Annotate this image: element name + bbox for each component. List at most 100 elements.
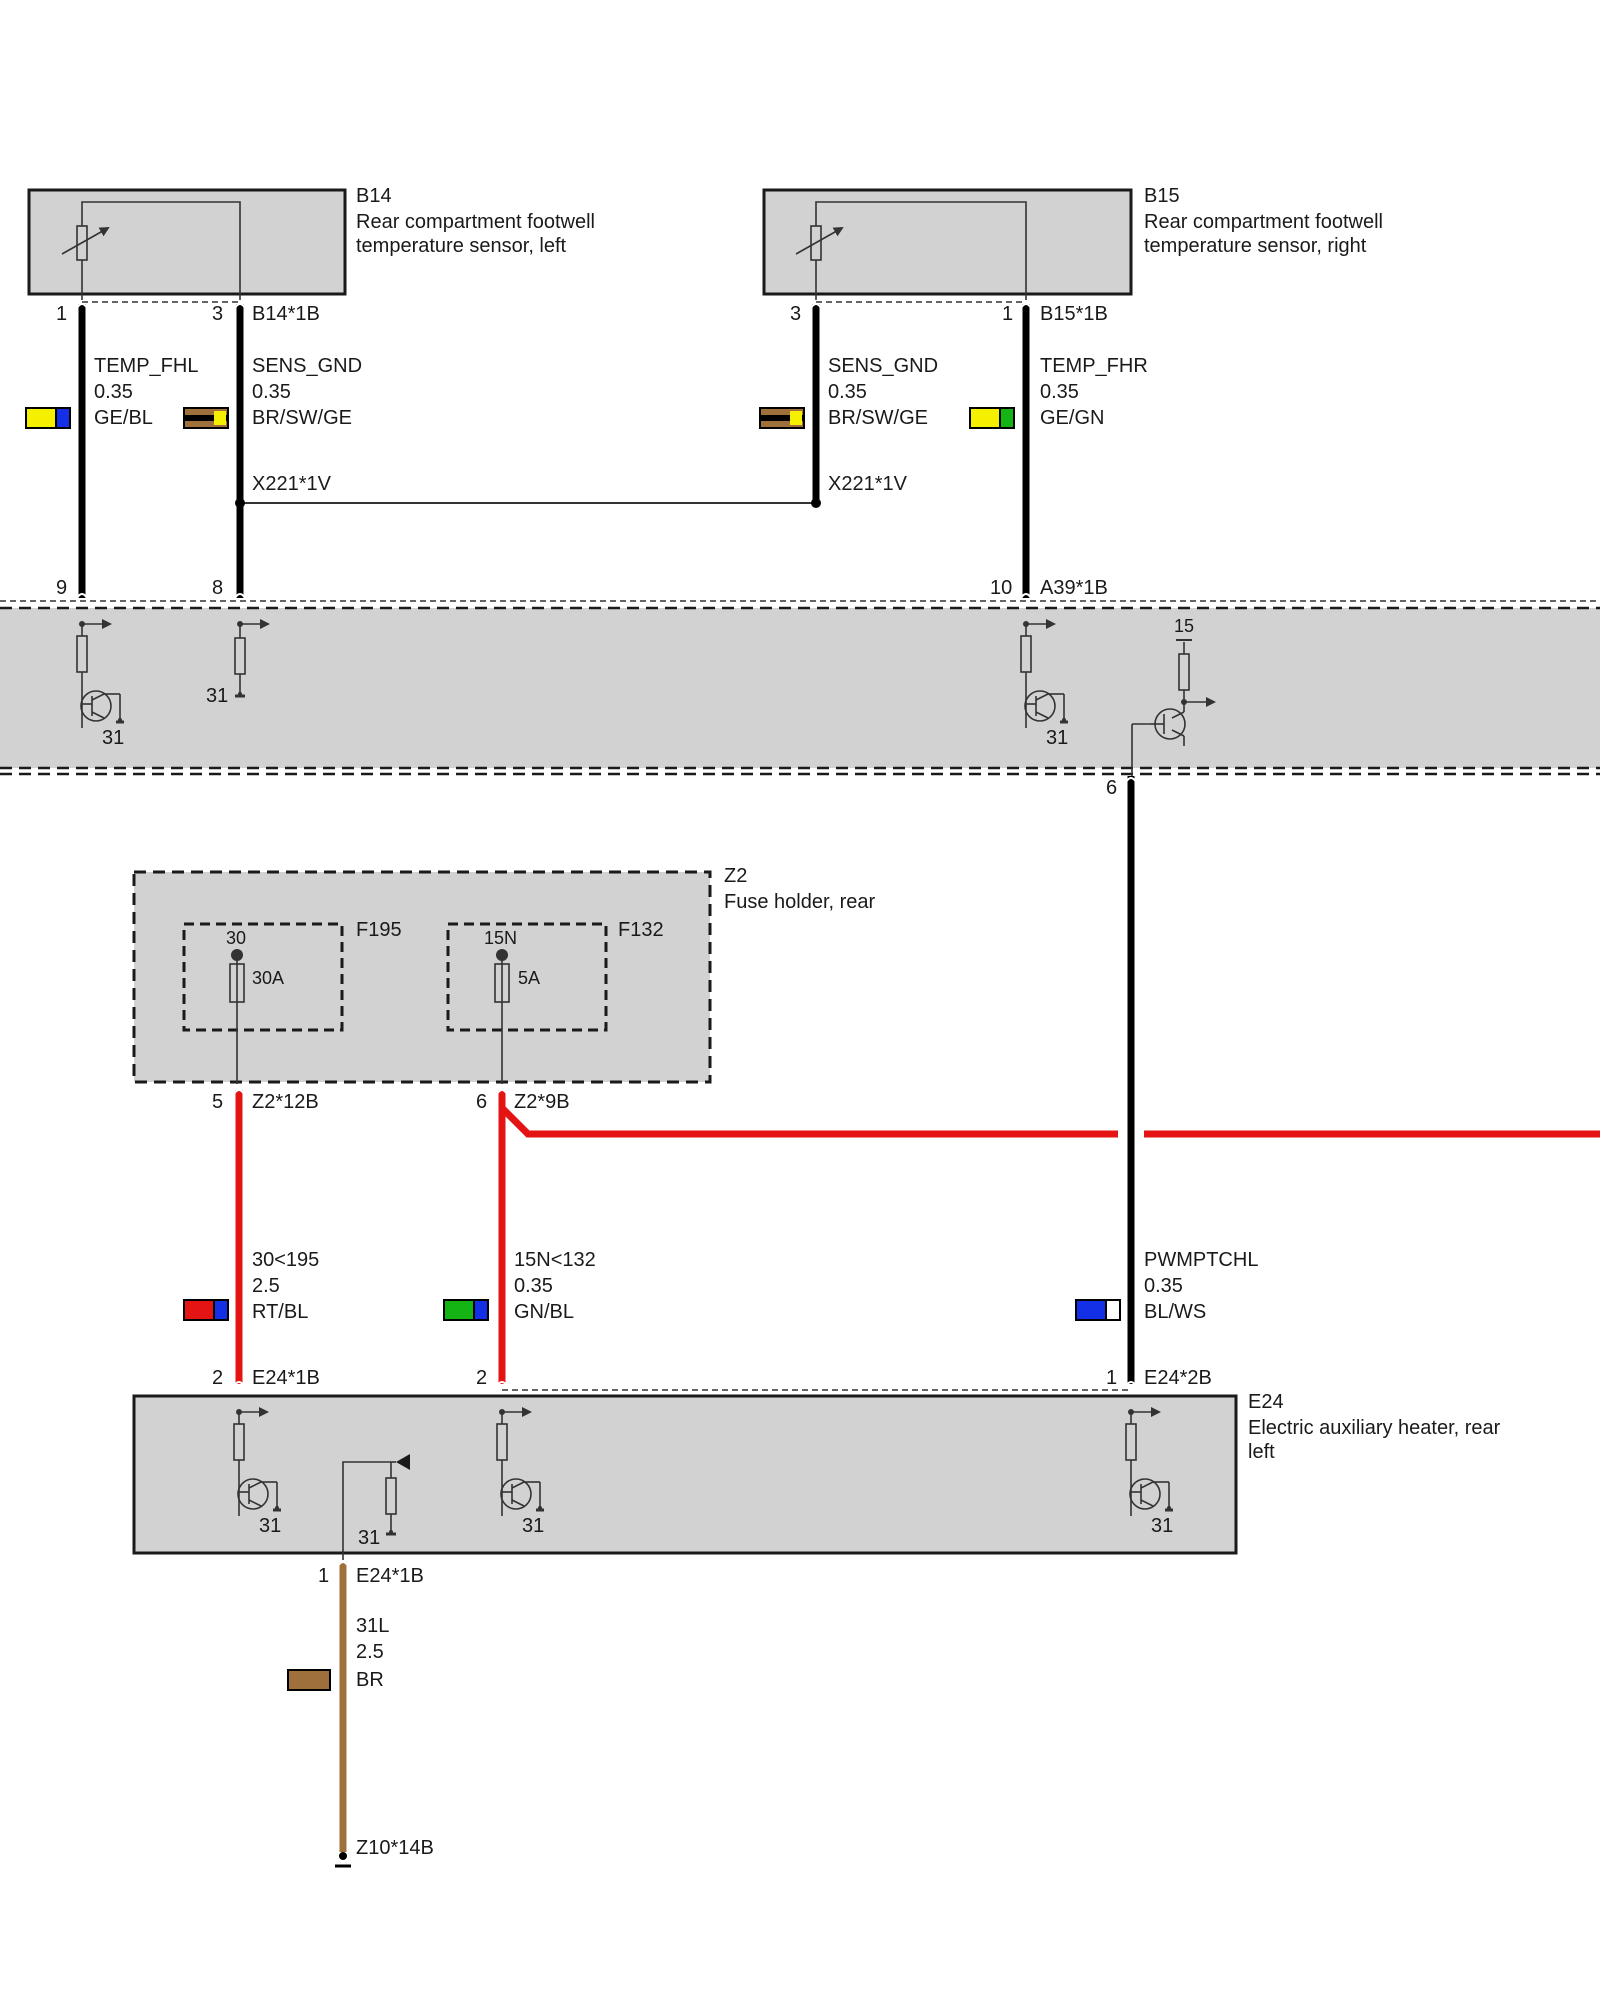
wire-color-swatch: [183, 1299, 229, 1321]
fuse-f132-label: F132: [618, 919, 664, 941]
wire-color-swatch: [183, 407, 229, 429]
splice-label-left: X221*1V: [252, 473, 332, 495]
b14-desc-2: temperature sensor, left: [356, 235, 567, 257]
e24-pin-1: 1: [1106, 1367, 1117, 1389]
e24-ground-path: 31: [342, 1454, 410, 1560]
wire-gauge: 0.35: [94, 381, 133, 403]
e24-pin-2b: 2: [476, 1367, 487, 1389]
b15-pin-1: 1: [1002, 303, 1013, 325]
a39-connector: A39*1B: [1040, 577, 1108, 599]
a39-ground-label: 31: [206, 685, 228, 707]
z2-id: Z2: [724, 865, 747, 887]
a39-supply-label: 15: [1174, 616, 1194, 636]
wire-color-code: GE/GN: [1040, 407, 1104, 429]
e24-ground-label: 31: [358, 1527, 380, 1549]
label-sens-gnd-left: SENS_GND 0.35 BR/SW/GE: [183, 355, 362, 429]
b14-connector: B14*1B: [252, 303, 320, 325]
e24-connector-1b-bottom: E24*1B: [356, 1565, 424, 1587]
wire-signal: 15N<132: [514, 1249, 596, 1271]
wire-signal: TEMP_FHL: [94, 355, 198, 377]
wire-gauge: 0.35: [1144, 1275, 1183, 1297]
b15-housing: [762, 188, 1133, 296]
b15-desc-1: Rear compartment footwell: [1144, 211, 1383, 233]
fuse-f195-label: F195: [356, 919, 402, 941]
a39-input-temp-fhl: 31: [77, 621, 124, 749]
wire-color-swatch: [443, 1299, 489, 1321]
wire-color-code: GE/BL: [94, 407, 153, 429]
e24-pin-1-bottom: 1: [318, 1565, 329, 1587]
a39-input-temp-fhr: 31: [1021, 621, 1068, 749]
splice-x221: X221*1V X221*1V: [235, 473, 908, 508]
a39-pin-9: 9: [56, 577, 67, 599]
a39-pwm-output: 15: [1131, 616, 1216, 776]
splice-label-right: X221*1V: [828, 473, 908, 495]
wire-color-code: RT/BL: [252, 1301, 308, 1323]
e24-connector-1b-top: E24*1B: [252, 1367, 320, 1389]
z2-desc: Fuse holder, rear: [724, 891, 876, 913]
e24-id: E24: [1248, 1391, 1284, 1413]
wire-color-swatch: [25, 407, 71, 429]
label-temp-fhl: TEMP_FHL 0.35 GE/BL: [25, 355, 198, 429]
b15-connector: B15*1B: [1040, 303, 1108, 325]
a39-pin-10: 10: [990, 577, 1012, 599]
e24-input-15n: 31: [497, 1409, 544, 1537]
wire-signal: SENS_GND: [828, 355, 938, 377]
sensor-b15: B15 Rear compartment footwell temperatur…: [762, 185, 1383, 325]
b14-desc-1: Rear compartment footwell: [356, 211, 595, 233]
b15-id: B15: [1144, 185, 1180, 207]
wire-gauge: 0.35: [252, 381, 291, 403]
wire-color-swatch: [759, 407, 805, 429]
label-pwmptchl: PWMPTCHL 0.35 BL/WS: [1075, 1249, 1258, 1323]
e24-ground-label: 31: [522, 1515, 544, 1537]
wire-color-code: BR/SW/GE: [828, 407, 928, 429]
wire-gauge: 0.35: [1040, 381, 1079, 403]
label-sens-gnd-right: SENS_GND 0.35 BR/SW/GE: [759, 355, 938, 429]
wire-color-swatch: [969, 407, 1015, 429]
label-30-195: 30<195 2.5 RT/BL: [183, 1249, 319, 1323]
e24-pin-2a: 2: [212, 1367, 223, 1389]
wire-gauge: 0.35: [828, 381, 867, 403]
e24-housing: [132, 1394, 1238, 1555]
z2-pin-5: 5: [212, 1091, 223, 1113]
e24-desc-2: left: [1248, 1441, 1275, 1463]
wire-signal: SENS_GND: [252, 355, 362, 377]
fuse-f195-rating: 30A: [252, 968, 284, 988]
sensor-b14: B14 Rear compartment footwell temperatur…: [27, 185, 595, 325]
wire-signal: PWMPTCHL: [1144, 1249, 1258, 1271]
label-15n-132: 15N<132 0.35 GN/BL: [443, 1249, 596, 1323]
wire-gauge: 0.35: [514, 1275, 553, 1297]
b15-thermistor: [795, 201, 1027, 300]
a39-pin-6: 6: [1106, 777, 1117, 799]
wire-color-swatch: [1075, 1299, 1121, 1321]
fuse-f132: F132 15N 5A: [446, 919, 664, 1084]
wire-color-swatch: [287, 1669, 331, 1691]
fuse-holder-z2: Z2 Fuse holder, rear F195 30 30A F132 15…: [132, 865, 876, 1113]
z10-connector: Z10*14B: [356, 1837, 434, 1859]
wire-signal: TEMP_FHR: [1040, 355, 1148, 377]
heater-e24: E24 Electric auxiliary heater, rear left…: [132, 1391, 1501, 1560]
e24-input-30: 31: [234, 1409, 281, 1537]
fuse-f132-terminal: 15N: [484, 928, 517, 948]
label-temp-fhr: TEMP_FHR 0.35 GE/GN: [969, 355, 1148, 429]
fuse-f132-rating: 5A: [518, 968, 540, 988]
wire-gauge: 2.5: [252, 1275, 280, 1297]
connector-notches: [76, 303, 1137, 1567]
z2-connector-12b: Z2*12B: [252, 1091, 319, 1113]
wire-color-code: BR: [356, 1669, 384, 1691]
wire-15n-branch: [499, 1105, 1118, 1138]
wire-color-code: BL/WS: [1144, 1301, 1206, 1323]
wire-signal: 31L: [356, 1615, 389, 1637]
e24-input-pwm: 31: [1126, 1409, 1173, 1537]
b15-pin-3: 3: [790, 303, 801, 325]
b14-pin-1: 1: [56, 303, 67, 325]
b14-id: B14: [356, 185, 392, 207]
a39-ground-label: 31: [102, 727, 124, 749]
wire-color-code: GN/BL: [514, 1301, 574, 1323]
a39-input-sens-gnd: 31: [206, 619, 270, 707]
ground-point-z10: Z10*14B: [335, 1837, 434, 1868]
a39-pin-8: 8: [212, 577, 223, 599]
fuse-f195: F195 30 30A: [182, 919, 402, 1084]
fuse-f195-terminal: 30: [226, 928, 246, 948]
wire-color-code: BR/SW/GE: [252, 407, 352, 429]
